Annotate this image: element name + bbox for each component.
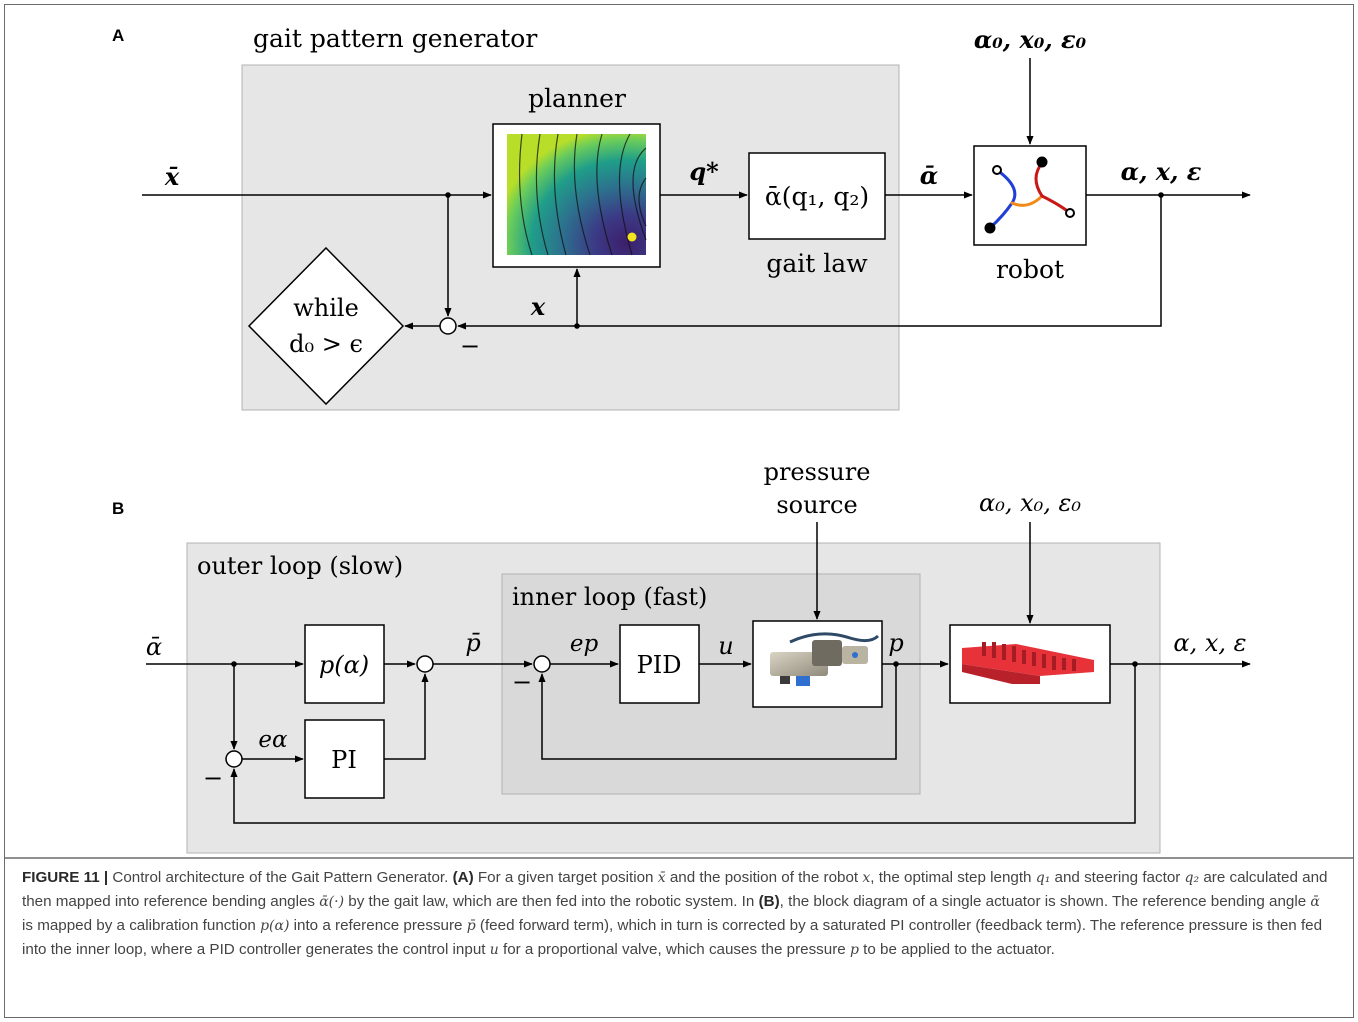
signal-alphabar-a: ᾱ <box>920 161 938 190</box>
branch-dot-a3 <box>574 323 580 329</box>
gait-law-block-text: ᾱ(q₁, q₂) <box>765 182 869 211</box>
signal-p: p <box>888 629 903 657</box>
caption-symbol: p <box>849 942 859 958</box>
robot-block <box>973 145 1087 246</box>
outer-loop-title: outer loop (slow) <box>197 552 403 580</box>
signal-outputs-b: α, x, ε <box>1173 629 1246 657</box>
caption-text: for a proportional valve, which causes t… <box>498 941 850 958</box>
caption-text: Control architecture of the Gait Pattern… <box>108 869 453 886</box>
signal-feedback-x: x <box>530 292 546 321</box>
signal-ealpha: eα <box>258 727 288 753</box>
branch-dot-a2 <box>1158 192 1164 198</box>
signal-inputs-b: α₀, x₀, ε₀ <box>979 489 1081 517</box>
panel-b-label: B <box>112 499 124 518</box>
panel-a-label: A <box>112 26 124 45</box>
caption-symbol: ᾱ(·) <box>319 894 345 910</box>
pi-block-text: PI <box>331 746 357 774</box>
proportional-valve-icon <box>770 632 880 686</box>
wire-inner-feedback <box>538 664 897 760</box>
gait-law-label: gait law <box>766 249 868 278</box>
wire-feedback-x <box>457 195 1162 330</box>
gait-law-block <box>748 152 886 240</box>
caption-text: are calculated and then mapped into refe… <box>22 869 1328 910</box>
caption-symbol: q₁ <box>1035 870 1051 886</box>
caption-text: (feed forward term), which in turn is co… <box>22 917 1323 958</box>
pressure-source-label-2: source <box>776 491 857 519</box>
figure-border <box>4 4 1354 1018</box>
summing-junction-outer <box>225 750 243 768</box>
caption-symbol: x <box>862 870 871 886</box>
caption-text: by the gait law, which are then fed into… <box>344 893 759 910</box>
caption-text: For a given target position <box>473 869 658 886</box>
termination-condition-block <box>247 246 405 406</box>
signal-alphabar-b: ᾱ <box>146 633 162 661</box>
caption-text: and the position of the robot <box>665 869 863 886</box>
caption-symbol: ᾱ <box>1310 894 1320 910</box>
minus-sign-outer: − <box>203 764 223 792</box>
caption-figure-label: FIGURE 11 | <box>22 869 109 886</box>
condition-line-2: d₀ > ϵ <box>289 330 363 358</box>
wire-outer-feedback <box>230 664 1136 824</box>
pid-block <box>619 624 700 704</box>
minus-sign-a: − <box>460 332 480 360</box>
pid-block-text: PID <box>637 651 682 679</box>
signal-robot-outputs: α, x, ε <box>1121 157 1202 186</box>
signal-xbar: x̄ <box>164 162 180 191</box>
summing-junction-inner <box>533 655 551 673</box>
summing-junction-a <box>439 317 457 335</box>
branch-dot-b1 <box>231 661 237 667</box>
caption-symbol: q₂ <box>1184 870 1200 886</box>
caption-text: to be applied to the actuator. <box>858 941 1055 958</box>
branch-dot-b2 <box>893 661 899 667</box>
caption-symbol: x̄ <box>657 870 666 886</box>
minus-sign-inner: − <box>512 668 532 696</box>
gait-pattern-generator-title: gait pattern generator <box>253 24 537 53</box>
caption-ref-a: (A) <box>452 869 474 886</box>
pressure-source-label-1: pressure <box>764 458 871 486</box>
planner-label: planner <box>528 84 626 113</box>
caption-symbol: p(α) <box>260 918 290 934</box>
caption-symbol: p̄ <box>466 918 476 934</box>
calibration-block <box>304 624 385 704</box>
caption-text: , the optimal step length <box>870 869 1036 886</box>
summing-junction-feedforward <box>416 655 434 673</box>
caption-text: and steering factor <box>1050 869 1185 886</box>
soft-actuator-icon <box>962 642 1094 684</box>
robot-sketch-icon <box>984 156 1075 234</box>
robot-label: robot <box>996 255 1064 284</box>
calibration-block-text: p(α) <box>319 651 369 679</box>
signal-robot-inputs: α₀, x₀, ε₀ <box>974 25 1087 54</box>
caption-text: , the block diagram of a single actuator… <box>779 893 1311 910</box>
signal-u: u <box>718 632 733 660</box>
inner-loop-title: inner loop (fast) <box>512 583 707 611</box>
contour-plot-icon <box>507 133 647 256</box>
condition-line-1: while <box>293 294 359 322</box>
figure-caption: FIGURE 11 | Control architecture of the … <box>22 866 1334 962</box>
wire-pi-to-junction <box>384 673 429 760</box>
caption-text: into a reference pressure <box>289 917 467 934</box>
signal-pbar: p̄ <box>465 629 480 657</box>
signal-ep: ep <box>570 631 599 657</box>
signal-qstar: q* <box>689 157 719 186</box>
caption-symbol: u <box>489 942 499 958</box>
branch-dot-a1 <box>445 192 451 198</box>
caption-text: is mapped by a calibration function <box>22 917 261 934</box>
branch-dot-b3 <box>1132 661 1138 667</box>
caption-ref-b: (B) <box>758 893 780 910</box>
